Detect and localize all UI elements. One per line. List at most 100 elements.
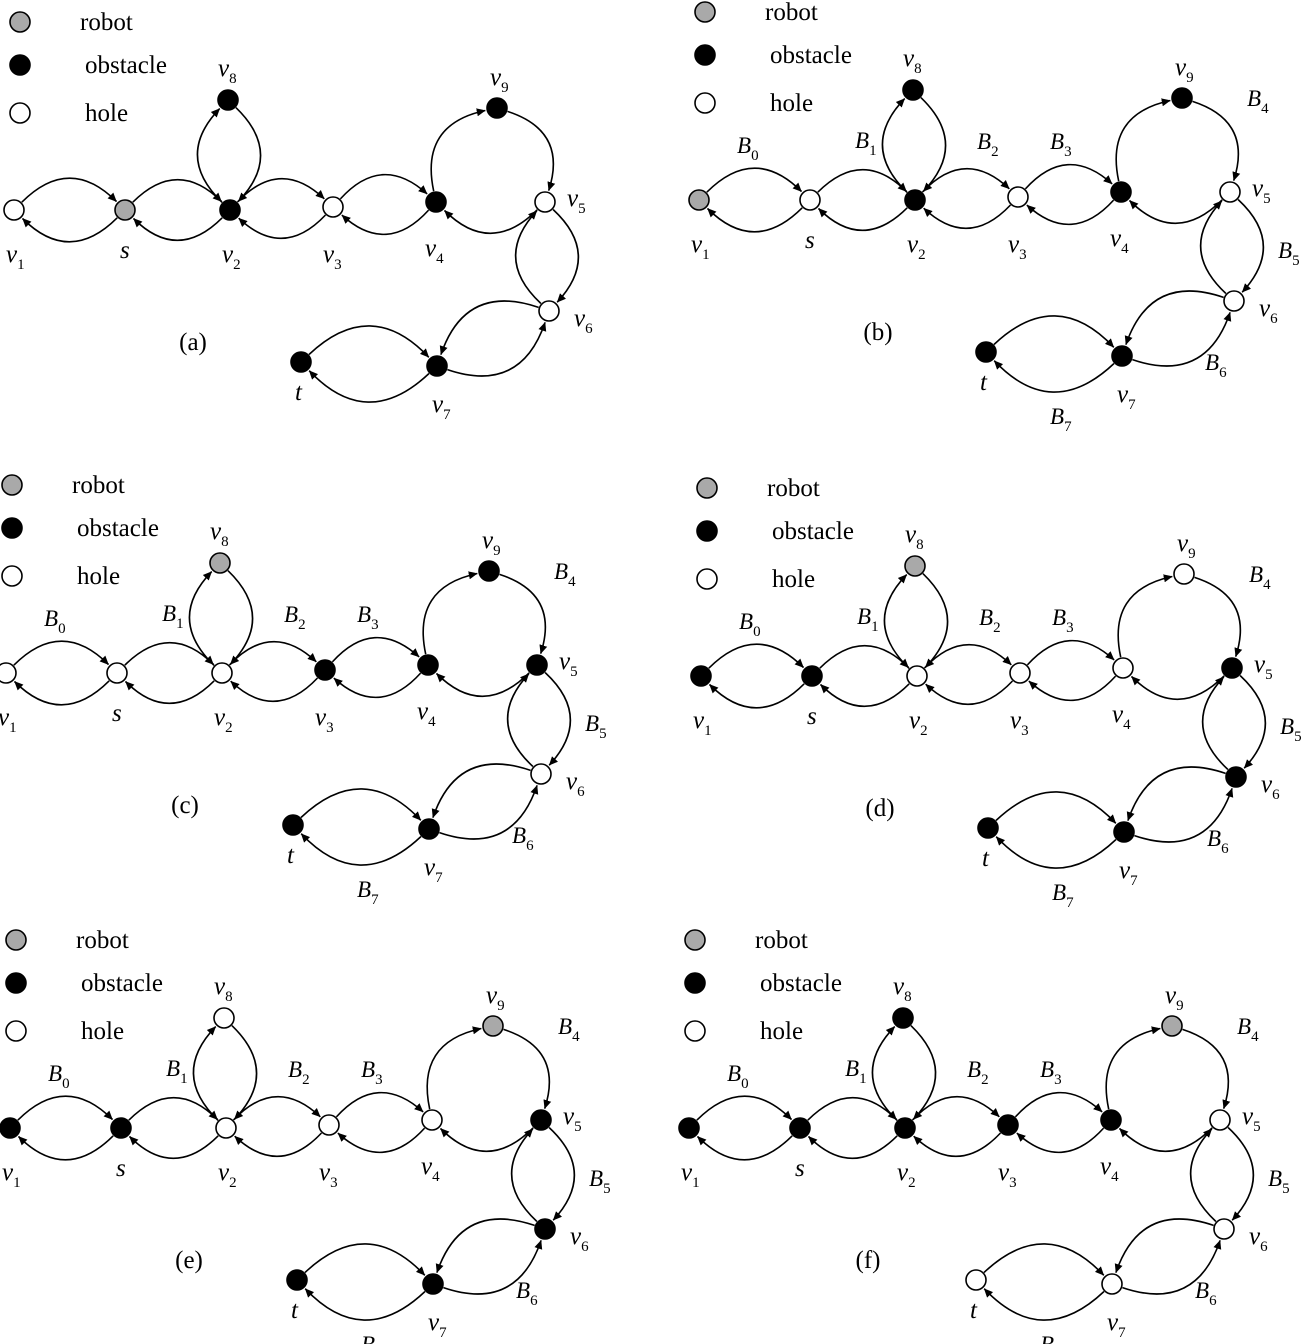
- node-t-label: t: [291, 1297, 299, 1324]
- edge-v6-to-v7: [431, 763, 531, 819]
- edge-v8-to-v2: [920, 97, 947, 192]
- node-v8-hole: [213, 1007, 235, 1029]
- node-v7-label: v7: [1119, 857, 1138, 889]
- node-v8-obstacle: [217, 89, 239, 111]
- node-v6-label-subscript: 6: [1272, 787, 1280, 803]
- edge-v3-to-v2: [913, 1132, 1002, 1158]
- node-v8-label-subscript: 8: [904, 989, 912, 1005]
- bridge-B2-label: B2: [284, 602, 306, 633]
- node-v4-obstacle: [1100, 1109, 1122, 1131]
- bridge-B0-label-base: B: [44, 606, 58, 631]
- node-v9-label-base: v: [482, 527, 494, 554]
- edge-v7-to-t: [300, 833, 422, 866]
- edge-v3-to-v2: [238, 214, 327, 240]
- node-v5-label-subscript: 5: [1253, 1119, 1261, 1135]
- edge-v6-to-v7: [1126, 766, 1226, 822]
- node-v5-label-subscript: 5: [1265, 667, 1273, 683]
- edge-v2-to-v3: [228, 640, 317, 666]
- edge-s-to-v1: [696, 1135, 793, 1161]
- bridge-B6-label-subscript: 6: [1221, 841, 1229, 857]
- edge-v1-to-s: [706, 167, 803, 193]
- bridge-B5-label: B5: [1278, 238, 1300, 269]
- legend-robot-swatch: [696, 477, 718, 499]
- node-v9-label-subscript: 9: [493, 543, 501, 559]
- node-v3-label: v3: [319, 1159, 338, 1191]
- bridge-B2-label: B2: [288, 1057, 310, 1088]
- bridge-B1-label-subscript: 1: [871, 619, 879, 635]
- node-v6-hole: [530, 763, 552, 785]
- edge-v4-to-v3: [1026, 199, 1115, 226]
- node-v3-label-subscript: 3: [326, 720, 334, 736]
- edge-v3-to-v2: [923, 204, 1012, 230]
- panel-c: robotobstacleholev1sv2v3v4v5v6v7tv8v9B0B…: [0, 472, 607, 908]
- bridge-B4-label: B4: [558, 1014, 580, 1045]
- edge-s-to-v1: [708, 683, 805, 709]
- edge-v4-to-v9: [1115, 98, 1171, 182]
- bridge-B0-label: B0: [737, 133, 759, 164]
- node-v7-label: v7: [1107, 1309, 1126, 1341]
- edge-v3-to-v2: [234, 1132, 323, 1158]
- node-v1-label-base: v: [693, 707, 705, 734]
- bridge-B5-label: B5: [589, 1166, 611, 1197]
- node-v1-hole: [3, 199, 25, 221]
- node-v1-label-base: v: [2, 1159, 14, 1186]
- node-v2-label-subscript: 2: [920, 723, 928, 739]
- bridge-B5-label-base: B: [585, 711, 599, 736]
- edge-v5-to-v6: [1239, 674, 1267, 769]
- node-v7-obstacle: [422, 1273, 444, 1295]
- bridge-B0-label: B0: [739, 609, 761, 640]
- node-s-label: s: [116, 1155, 126, 1182]
- node-t-obstacle: [975, 341, 997, 363]
- bridge-B3-label-subscript: 3: [1064, 144, 1072, 160]
- bridge-B3-label-subscript: 3: [371, 617, 379, 633]
- bridge-B4-label-subscript: 4: [568, 574, 576, 590]
- bridge-B2-label: B2: [977, 129, 999, 160]
- edge-v9-to-v5: [1192, 100, 1241, 182]
- node-v1-label-subscript: 1: [702, 247, 710, 263]
- node-v7-label: v7: [1117, 381, 1136, 413]
- bridge-B3-label: B3: [1050, 129, 1072, 160]
- bridge-B1-label-base: B: [166, 1056, 180, 1081]
- bridge-B0-label-subscript: 0: [58, 621, 66, 637]
- bridge-B4-label-subscript: 4: [1251, 1029, 1259, 1045]
- edge-v1-to-s: [708, 643, 805, 669]
- node-v7-label-subscript: 7: [439, 1325, 447, 1341]
- bridge-B2-label: B2: [979, 605, 1001, 636]
- bridge-B6-label-base: B: [512, 823, 526, 848]
- node-s-label: s: [112, 700, 122, 727]
- bridge-B6-label: B6: [1205, 350, 1227, 381]
- edge-v4-to-v3: [1028, 675, 1117, 702]
- node-s-label: s: [795, 1155, 805, 1182]
- node-v7-label-base: v: [432, 391, 444, 418]
- bridge-B2-label-subscript: 2: [991, 144, 999, 160]
- node-v4-label-base: v: [421, 1153, 433, 1180]
- node-v9-label-base: v: [1177, 530, 1189, 557]
- node-v9-label: v9: [486, 982, 505, 1014]
- edge-v6-to-v7: [1114, 1218, 1214, 1274]
- node-v5-label-base: v: [1254, 651, 1266, 678]
- node-v4-label: v4: [421, 1153, 440, 1185]
- bridge-B3-label-base: B: [1052, 605, 1066, 630]
- node-v6-hole: [538, 300, 560, 322]
- node-v1-obstacle: [690, 665, 712, 687]
- bridge-B1-label: B1: [166, 1056, 188, 1087]
- node-v4-label-subscript: 4: [428, 714, 436, 730]
- edge-v2-to-v3: [921, 167, 1010, 193]
- edge-v2-to-s: [819, 683, 910, 707]
- node-v9-robot: [482, 1015, 504, 1037]
- edge-v7-to-t: [304, 1288, 426, 1321]
- legend-robot-swatch: [9, 11, 31, 33]
- edge-v3-to-v4: [1014, 1091, 1103, 1118]
- bridge-B6-label-subscript: 6: [530, 1293, 538, 1309]
- bridge-B7-label: B7: [1052, 880, 1074, 911]
- edge-v2-to-v3: [911, 1095, 1000, 1121]
- bridge-B4-label: B4: [1247, 86, 1269, 117]
- edge-s-to-v1: [21, 217, 118, 243]
- edge-v4-to-v9: [1117, 574, 1173, 658]
- node-v6-hole: [1223, 290, 1245, 312]
- edge-v6-to-v7: [439, 300, 539, 356]
- node-v4-label-subscript: 4: [1121, 241, 1129, 257]
- bridge-B6-label: B6: [1207, 826, 1229, 857]
